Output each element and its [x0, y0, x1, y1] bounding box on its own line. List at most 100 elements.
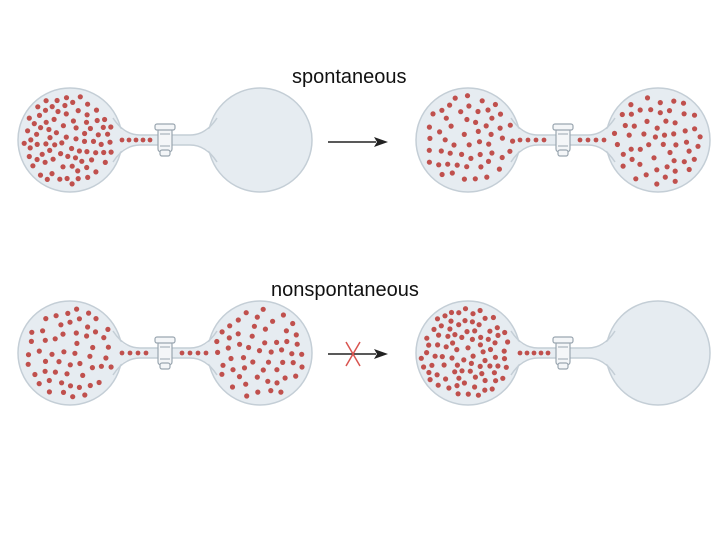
molecule — [475, 108, 481, 115]
molecule — [489, 150, 495, 156]
molecule — [74, 340, 80, 346]
molecule — [52, 142, 58, 148]
molecule — [673, 142, 679, 148]
molecule — [274, 380, 280, 386]
molecule — [502, 329, 508, 336]
molecule — [39, 151, 45, 157]
molecule — [243, 310, 249, 316]
molecule — [119, 137, 125, 143]
molecule — [76, 384, 82, 390]
molecule — [469, 319, 475, 325]
molecule — [629, 156, 635, 162]
molecule — [663, 118, 669, 124]
molecule — [487, 328, 493, 334]
molecule — [108, 149, 114, 155]
molecule — [472, 328, 478, 334]
molecule — [98, 141, 104, 147]
molecule — [666, 108, 673, 114]
molecule — [448, 123, 454, 129]
molecule — [49, 104, 55, 110]
molecule — [695, 143, 701, 149]
molecule — [461, 131, 467, 137]
molecule — [697, 134, 703, 140]
molecule — [476, 322, 482, 328]
molecule — [31, 121, 37, 127]
molecule — [426, 159, 432, 165]
molecule — [447, 326, 453, 332]
molecule — [254, 374, 260, 380]
molecule — [75, 108, 81, 114]
molecule — [251, 323, 257, 329]
molecule — [60, 389, 67, 395]
molecule — [507, 122, 513, 128]
valve-handle-bottom — [557, 362, 569, 370]
molecule — [49, 351, 55, 357]
molecule — [577, 137, 583, 143]
valve-handle-bottom — [557, 149, 569, 157]
molecule — [57, 176, 63, 182]
molecule — [107, 139, 113, 145]
molecule — [681, 111, 687, 117]
molecule — [633, 176, 639, 182]
molecule — [265, 359, 272, 365]
molecule — [203, 350, 209, 356]
molecule — [470, 311, 476, 317]
molecule — [488, 131, 494, 137]
molecule — [443, 376, 449, 382]
molecule — [75, 176, 81, 182]
molecule — [524, 350, 530, 356]
molecule — [195, 350, 201, 356]
molecule — [49, 171, 55, 177]
molecule — [692, 126, 698, 132]
left-bulb — [17, 87, 123, 193]
molecule — [667, 149, 673, 156]
molecule — [484, 174, 490, 180]
molecule — [58, 151, 64, 157]
molecule — [74, 306, 80, 312]
molecule — [478, 164, 484, 170]
molecule — [482, 387, 488, 393]
molecule — [517, 137, 523, 143]
molecule — [47, 135, 53, 141]
molecule — [461, 176, 467, 182]
molecule — [46, 377, 52, 384]
molecule — [243, 381, 249, 387]
molecule — [262, 326, 268, 332]
molecule — [456, 375, 462, 381]
molecule — [246, 344, 252, 351]
molecule — [98, 363, 104, 369]
molecule — [278, 389, 284, 395]
molecule — [60, 331, 66, 337]
molecule — [82, 130, 88, 137]
molecule — [69, 163, 75, 169]
molecule — [473, 119, 479, 125]
molecule — [486, 141, 492, 147]
molecule — [35, 104, 41, 110]
molecule — [445, 333, 451, 339]
molecule — [293, 373, 299, 379]
molecule — [228, 355, 234, 362]
molecule — [464, 164, 470, 170]
molecule — [236, 374, 243, 380]
molecule — [256, 348, 263, 354]
molecule — [683, 139, 690, 145]
molecule — [282, 375, 288, 381]
molecule — [47, 147, 53, 153]
molecule — [461, 357, 467, 363]
molecule — [435, 342, 441, 348]
molecule — [262, 340, 268, 346]
molecule — [441, 362, 447, 368]
molecule — [70, 99, 76, 105]
molecule — [497, 111, 504, 117]
molecule — [36, 112, 43, 118]
molecule — [593, 137, 599, 143]
molecule — [25, 128, 31, 134]
molecule — [643, 172, 649, 178]
molecule — [654, 181, 660, 187]
molecule — [101, 149, 107, 156]
molecule — [46, 389, 53, 395]
molecule — [439, 107, 445, 113]
apparatus-top-initial — [17, 87, 313, 193]
right-arrow-icon — [328, 137, 388, 147]
molecule — [671, 158, 677, 164]
